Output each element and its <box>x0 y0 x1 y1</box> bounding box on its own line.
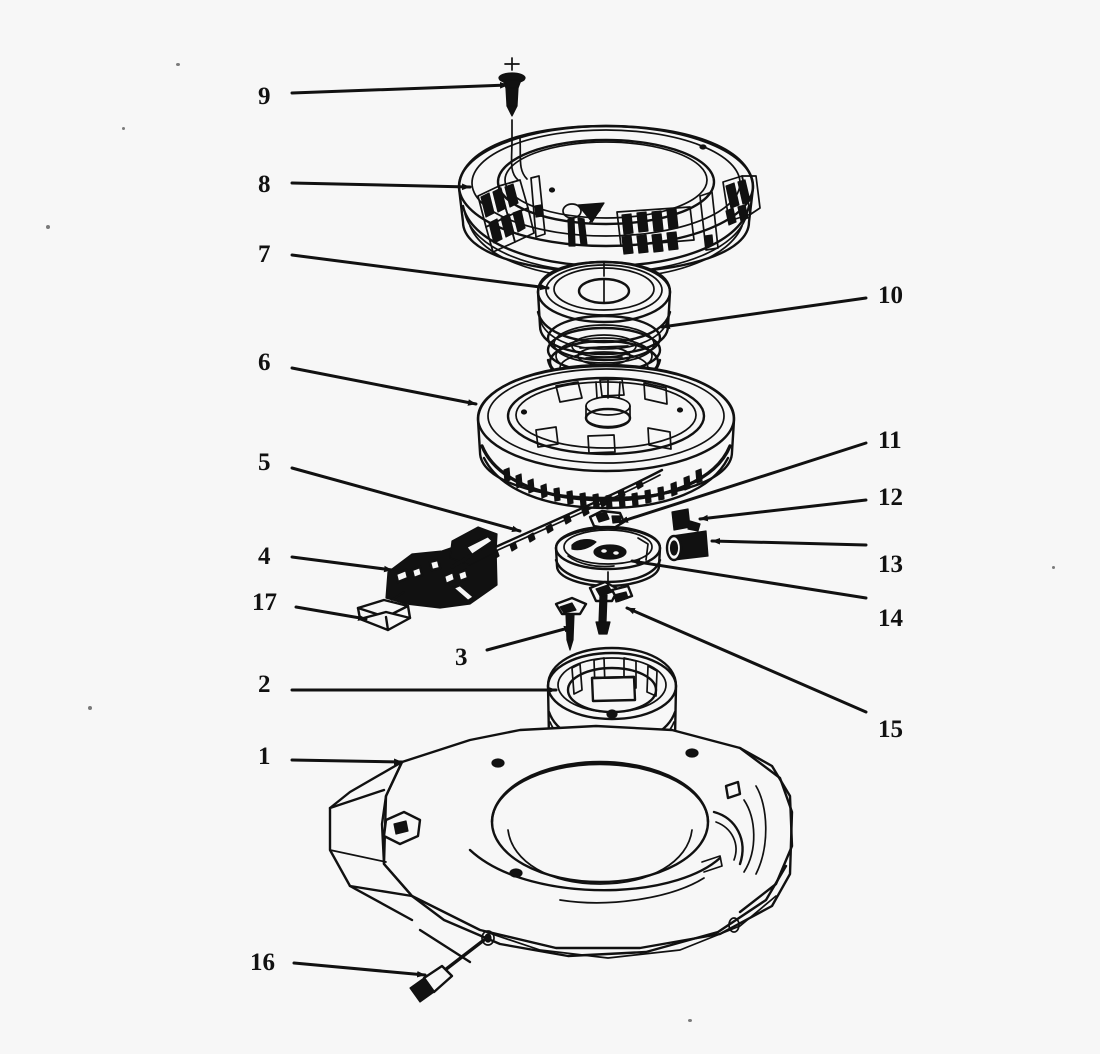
part-4-starter-handle <box>385 526 498 609</box>
callout-number-15: 15 <box>878 716 903 743</box>
leader-line-14 <box>630 558 868 600</box>
cover-emblem <box>562 202 605 247</box>
leader-line-8 <box>290 181 472 191</box>
scan-speck <box>122 127 125 130</box>
leader-line-13 <box>710 537 868 547</box>
leader-line-3 <box>485 625 574 652</box>
leader-line-11 <box>618 441 868 524</box>
leader-line-17 <box>294 605 368 621</box>
leader-line-4 <box>290 555 394 573</box>
leader-line-6 <box>290 366 478 406</box>
leader-lines <box>290 81 868 978</box>
part-9-screw-top <box>498 57 526 141</box>
callout-number-1: 1 <box>258 743 271 770</box>
callout-number-2: 2 <box>258 671 271 698</box>
callout-number-16: 16 <box>250 949 275 976</box>
callout-number-14: 14 <box>878 605 903 632</box>
callout-number-10: 10 <box>878 282 903 309</box>
scan-speck <box>1052 566 1055 569</box>
callout-number-17: 17 <box>252 589 277 616</box>
scan-speck <box>46 225 50 229</box>
part-16-screw-housing <box>409 938 486 1003</box>
leader-line-1 <box>290 758 404 766</box>
part-1-blower-housing <box>328 724 794 964</box>
callout-number-9: 9 <box>258 83 271 110</box>
leader-line-10 <box>660 296 868 330</box>
part-6-spring-housing-drum <box>476 363 736 510</box>
callout-number-8: 8 <box>258 171 271 198</box>
scan-speck <box>88 706 92 710</box>
part-15-pawl-spring <box>588 571 634 635</box>
leader-line-12 <box>698 498 868 522</box>
callout-number-3: 3 <box>455 644 468 671</box>
scan-speck <box>176 63 180 66</box>
part-14-brake-hub <box>554 525 662 588</box>
part-8-starter-cover <box>457 124 761 279</box>
leader-line-16 <box>292 961 427 978</box>
callout-number-11: 11 <box>878 427 902 454</box>
callout-number-13: 13 <box>878 551 903 578</box>
leader-line-7 <box>290 253 550 291</box>
part-3-screw-pawl <box>554 596 588 651</box>
callout-number-7: 7 <box>258 241 271 268</box>
part-13-bushing-sleeve <box>665 530 709 562</box>
callout-number-12: 12 <box>878 484 903 511</box>
leader-line-5 <box>290 466 522 533</box>
callout-number-4: 4 <box>258 543 271 570</box>
part-12-key <box>671 508 701 532</box>
leader-line-9 <box>290 81 510 95</box>
callout-number-5: 5 <box>258 449 271 476</box>
callout-number-6: 6 <box>258 349 271 376</box>
scan-speck <box>688 1019 692 1022</box>
part-17-insert-plate <box>356 591 412 632</box>
leader-line-15 <box>625 606 868 714</box>
